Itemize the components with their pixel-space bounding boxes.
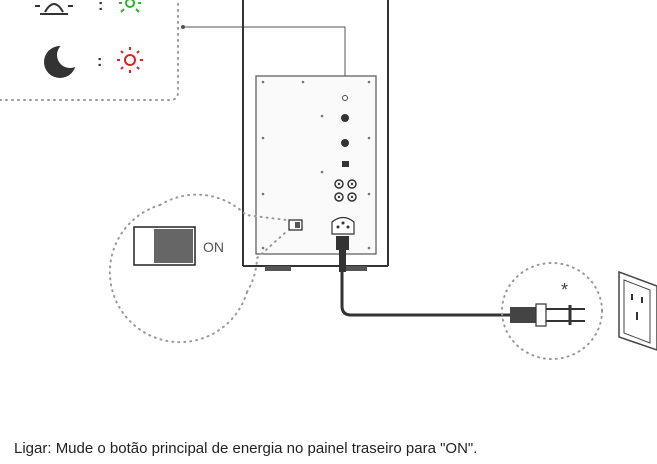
- red-light-icon: [117, 47, 143, 73]
- sun-colon: :: [98, 0, 103, 14]
- plug-callout: *: [501, 262, 603, 360]
- moon-colon: :: [97, 53, 102, 70]
- indicator-led: [342, 95, 348, 101]
- rca-inputs: [334, 179, 357, 202]
- plug-asterisk: *: [561, 280, 568, 300]
- volume-knob: [341, 114, 349, 122]
- wall-outlet: [618, 270, 657, 351]
- power-cord: [336, 236, 510, 317]
- plug-icon: [510, 303, 585, 327]
- aux-port: [342, 161, 349, 167]
- switch-on-label: ON: [203, 239, 224, 255]
- switch-callout: ON: [108, 193, 287, 344]
- instruction-text: Ligar: Mude o botão principal de energia…: [14, 440, 478, 457]
- speaker-body: [242, 0, 389, 271]
- ac-inlet: [331, 216, 355, 235]
- rear-panel: [255, 75, 377, 255]
- tone-knob: [341, 139, 349, 147]
- light-indicator-legend: : :: [0, 0, 346, 101]
- moon-icon: [44, 42, 83, 78]
- sun-icon: [35, 3, 73, 15]
- green-light-icon: [119, 0, 141, 13]
